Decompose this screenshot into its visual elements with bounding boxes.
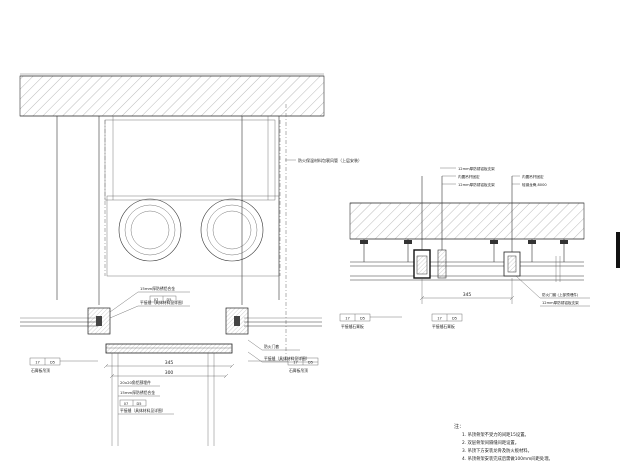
access-frame-right [413,176,521,279]
right-callout-4: 轻钢龙骨,8000 [522,182,547,187]
right-tag-mid-ref: D5 [452,317,457,321]
tag-left-ref: D5 [50,361,55,365]
right-callouts-top: 12mm厚防锈铝板支架 内置吊杆固定 12mm厚防锈铝板支架 内置吊杆固定 轻钢… [440,166,547,187]
clip-callout-bottom: 平接缝（具体材料见详图） [140,300,186,305]
right-bottom-callout-0: 防火门套 (上部预埋件) [542,292,579,297]
aluminium-clip-right [225,307,249,335]
hanger-rods-left [56,116,280,305]
notes-heading: 注： [454,423,464,430]
dimension-outer: 345 [103,360,235,369]
concrete-slab-left [19,73,325,117]
access-panel [105,343,233,354]
tag-right-num: 17 [293,361,298,365]
right-callout-0: 12mm厚防锈铝板支架 [458,166,495,171]
right-callouts-bottom: 防火门套 (上部预埋件) 12mm厚防锈铝板支架 [515,275,590,307]
clip-callout-right: 防火门套 平接缝（具体材料见详图） [247,339,318,363]
dimension-right: 345 [419,278,515,304]
circular-duct-left [118,198,182,262]
note-item-0: 1. 吊顶骨架不受力的间距15设置。 [462,431,529,438]
clip-tag-num: 07 [154,298,158,302]
right-tag-left-label: 平接缝石膏板 [341,324,364,329]
clip-callout-top: 15mm厚防锈铝合金 [140,286,175,291]
section-tag-right-b: 17 D5 平接缝石膏板 [431,313,463,329]
pipe-callout: 防火保温材料包裹风管（上层安装） [285,157,362,163]
tag-left-label: 石膏板吊顶 [31,368,50,373]
duct-enclosure [104,104,287,360]
section-tag-left: 17 D5 石膏板吊顶 [29,357,98,373]
right-callout-1: 内置吊杆固定 [458,174,480,179]
ceiling-hangers-right [360,239,568,262]
right-tag-left-num: 17 [345,317,350,321]
tag-right-label: 石膏板吊顶 [289,368,308,373]
clip-callout-left: 15mm厚防锈铝合金 平接缝（具体材料见详图） 07 D5 [109,286,190,319]
dim-outer-label: 345 [165,360,174,366]
tag-left-num: 17 [35,361,40,365]
aluminium-clip-left [87,307,111,335]
dim-right-label: 345 [463,292,472,298]
light-steel-keel [350,256,584,282]
tag-b-ref: D5 [137,402,142,406]
note-item-1: 2. 双层骨架间隔缝间距设置。 [462,439,519,446]
right-callout-1: 防火门套 [264,344,279,349]
bottom-callout-1: 20x20角铝预埋件 [120,380,151,385]
right-tag-left-ref: D5 [360,317,365,321]
bottom-callout-2: 15mm厚防锈铝合金 [120,390,155,395]
right-tag-mid-num: 17 [437,317,442,321]
section-tag-right: 17 D5 石膏板吊顶 [248,357,319,373]
ceiling-board-left [20,317,322,327]
notes-block: 注： 1. 吊顶骨架不受力的间距15设置。 2. 双层骨架间隔缝间距设置。 3.… [454,423,553,462]
note-item-2: 3. 吊顶下方安装龙骨及防火板材料。 [462,447,532,454]
section-tag-right-a: 17 D5 平接缝石膏板 [339,313,402,329]
right-detail: 12mm厚防锈铝板支架 内置吊杆固定 12mm厚防锈铝板支架 内置吊杆固定 轻钢… [339,166,590,329]
tag-right-ref: D5 [308,361,313,365]
clip-tag-ref: D5 [167,298,172,302]
tag-b-label: 平接缝（具体材料见详图） [120,408,166,413]
right-callout-2: 12mm厚防锈铝板支架 [458,182,495,187]
guide-lines [111,353,215,446]
right-callout-2: 平接缝（具体材料见详图） [264,356,310,361]
pipe-callout-text: 防火保温材料包裹风管（上层安装） [298,157,362,163]
bottom-callouts: 20x20角铝预埋件 15mm厚防锈铝合金 07 D5 平接缝（具体材料见详图） [118,380,174,415]
note-item-3: 4. 吊顶骨架安装完成后需做100mm间距处理。 [462,455,553,462]
circular-duct-right [200,198,264,262]
dimension-inner: 300 [109,370,229,379]
right-tag-mid-label: 平接缝石膏板 [432,324,455,329]
sheet-edge-marker [616,232,620,268]
left-detail: 345 300 防火保温材料包裹风管（上层安装） 15mm厚防锈铝合金 平接缝（… [19,73,362,446]
right-bottom-callout-1: 12mm厚防锈铝板支架 [542,300,579,305]
right-callout-3: 内置吊杆固定 [522,174,544,179]
concrete-slab-right [349,202,585,240]
tag-b-num: 07 [124,402,128,406]
dim-inner-label: 300 [165,370,174,376]
